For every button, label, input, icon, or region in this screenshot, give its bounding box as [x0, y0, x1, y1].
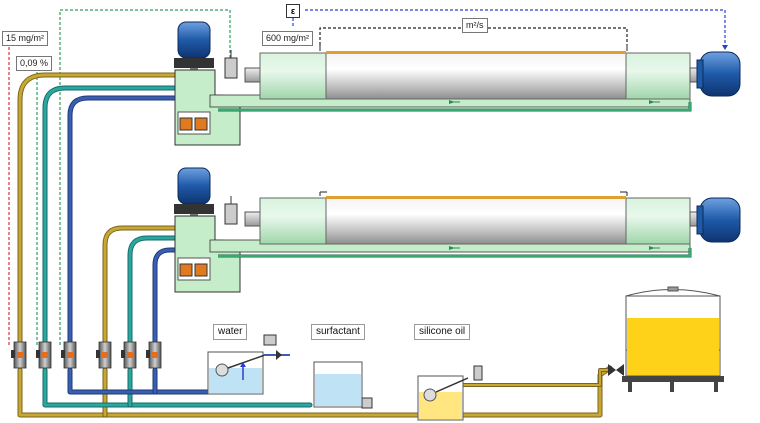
supply-pipes [17, 72, 614, 418]
controller-box: ε [286, 4, 300, 18]
signal-line-blue [305, 9, 726, 50]
surfactant-label: surfactant [311, 324, 365, 340]
sensor-icon [473, 365, 483, 381]
dosing-pump [96, 341, 112, 369]
dose-label-600: 600 mg/m² [262, 31, 314, 46]
arrow-head [722, 45, 728, 50]
valve-icon [263, 334, 277, 346]
drive-motor-icon [699, 197, 741, 243]
valve-icon [608, 364, 624, 376]
signal-line-green [59, 9, 231, 345]
silicone-oil-tank [417, 365, 483, 421]
coating-roller [259, 197, 691, 245]
sensor-icon [224, 57, 238, 79]
concentration-label: 0,09 % [16, 56, 53, 71]
lower-coating-unit [174, 167, 741, 293]
water-label: water [213, 324, 248, 340]
dosing-pump [121, 341, 137, 369]
water-tank [207, 334, 290, 395]
dose-label-15: 15 mg/m² [2, 31, 49, 46]
flow-label: m²/s [462, 18, 488, 33]
coating-roller [259, 52, 691, 100]
mixer-motor-icon [177, 167, 211, 205]
dosing-pump [61, 341, 77, 369]
dosing-pump [11, 341, 27, 369]
mixer-motor-icon [177, 21, 211, 59]
silicone-oil-label: silicone oil [414, 324, 471, 340]
mixing-tank [174, 215, 241, 293]
drive-motor-icon [699, 51, 741, 97]
sensor-icon [224, 203, 238, 225]
pump-icon [361, 397, 373, 409]
dosing-pump [36, 341, 52, 369]
surfactant-tank [313, 361, 373, 409]
dosing-pumps [11, 341, 162, 369]
storage-tank [608, 286, 724, 392]
upper-coating-unit [174, 21, 741, 146]
dosing-pump [146, 341, 162, 369]
